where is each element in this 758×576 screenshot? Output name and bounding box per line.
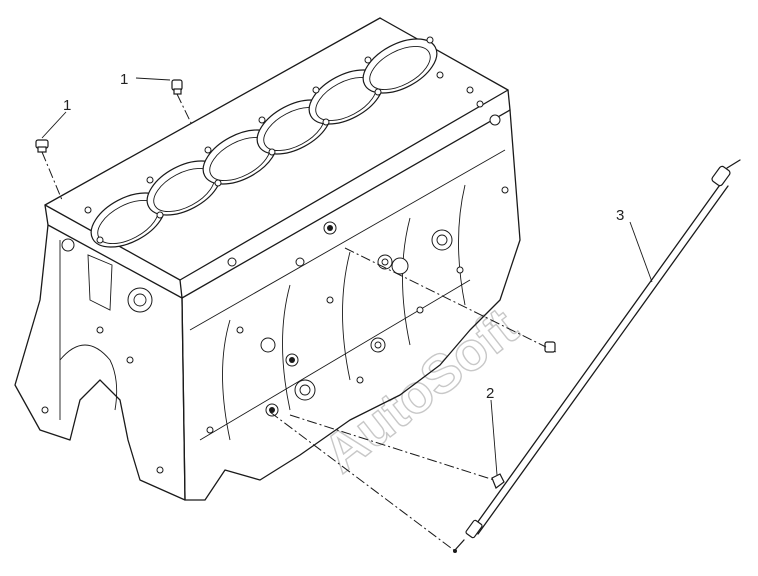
plug-part-1-left <box>35 139 63 201</box>
leader-1-left <box>41 111 67 139</box>
leader-1-top <box>135 77 171 81</box>
deck-bolt-holes <box>84 36 484 244</box>
callout-2: 2 <box>486 385 494 402</box>
callout-3: 3 <box>616 207 624 224</box>
callout-1-left: 1 <box>63 97 71 114</box>
fitting-part-2 <box>289 247 557 489</box>
side-bosses <box>41 114 509 474</box>
watermark-text: AutoSoft <box>312 297 529 485</box>
cylinder-bores <box>90 38 438 248</box>
leader-2 <box>490 399 498 476</box>
plug-part-1-top <box>171 79 193 126</box>
dipstick-tube-part-3 <box>269 159 741 553</box>
leader-3 <box>629 221 653 283</box>
callout-1-top: 1 <box>120 71 128 88</box>
cylinder-block <box>14 17 521 501</box>
